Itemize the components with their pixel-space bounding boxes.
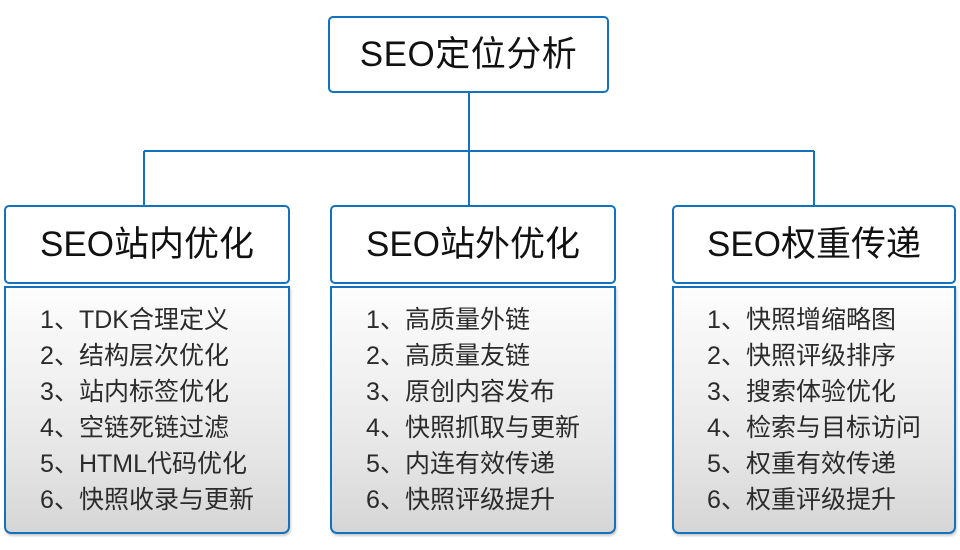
list-item: 5、内连有效传递 xyxy=(366,450,555,478)
branch-item-list-1: 1、TDK合理定义 2、结构层次优化 3、站内标签优化 4、空链死链过滤 5、H… xyxy=(40,302,254,518)
list-item: 2、快照评级排序 xyxy=(707,342,896,370)
list-item: 3、搜索体验优化 xyxy=(707,378,896,406)
root-node[interactable]: SEO定位分析 xyxy=(328,16,609,93)
list-item: 4、快照抓取与更新 xyxy=(366,414,580,442)
list-item: 6、快照收录与更新 xyxy=(40,486,254,514)
list-item: 6、快照评级提升 xyxy=(366,486,555,514)
list-item: 5、HTML代码优化 xyxy=(40,450,248,478)
list-item: 1、TDK合理定义 xyxy=(40,306,229,334)
branch-header-3[interactable]: SEO权重传递 xyxy=(672,205,956,284)
list-item: 3、原创内容发布 xyxy=(366,378,555,406)
list-item: 6、权重评级提升 xyxy=(707,486,896,514)
branch-title-1: SEO站内优化 xyxy=(40,225,254,264)
branch-body-3: 1、快照增缩略图 2、快照评级排序 3、搜索体验优化 4、检索与目标访问 5、权… xyxy=(672,286,956,534)
list-item: 5、权重有效传递 xyxy=(707,450,896,478)
branch-column-1: SEO站内优化 1、TDK合理定义 2、结构层次优化 3、站内标签优化 4、空链… xyxy=(4,205,290,534)
branch-body-1: 1、TDK合理定义 2、结构层次优化 3、站内标签优化 4、空链死链过滤 5、H… xyxy=(4,286,290,534)
root-node-label: SEO定位分析 xyxy=(359,35,578,74)
branch-column-2: SEO站外优化 1、高质量外链 2、高质量友链 3、原创内容发布 4、快照抓取与… xyxy=(330,205,616,534)
branch-item-list-2: 1、高质量外链 2、高质量友链 3、原创内容发布 4、快照抓取与更新 5、内连有… xyxy=(366,302,580,518)
list-item: 2、结构层次优化 xyxy=(40,342,229,370)
branch-column-3: SEO权重传递 1、快照增缩略图 2、快照评级排序 3、搜索体验优化 4、检索与… xyxy=(672,205,956,534)
branch-title-3: SEO权重传递 xyxy=(707,225,921,264)
branch-header-2[interactable]: SEO站外优化 xyxy=(330,205,616,284)
branch-title-2: SEO站外优化 xyxy=(366,225,580,264)
list-item: 4、检索与目标访问 xyxy=(707,414,921,442)
list-item: 1、高质量外链 xyxy=(366,306,530,334)
list-item: 1、快照增缩略图 xyxy=(707,306,896,334)
branch-header-1[interactable]: SEO站内优化 xyxy=(4,205,290,284)
list-item: 3、站内标签优化 xyxy=(40,378,229,406)
list-item: 2、高质量友链 xyxy=(366,342,530,370)
branch-item-list-3: 1、快照增缩略图 2、快照评级排序 3、搜索体验优化 4、检索与目标访问 5、权… xyxy=(707,302,921,518)
branch-body-2: 1、高质量外链 2、高质量友链 3、原创内容发布 4、快照抓取与更新 5、内连有… xyxy=(330,286,616,534)
list-item: 4、空链死链过滤 xyxy=(40,414,229,442)
